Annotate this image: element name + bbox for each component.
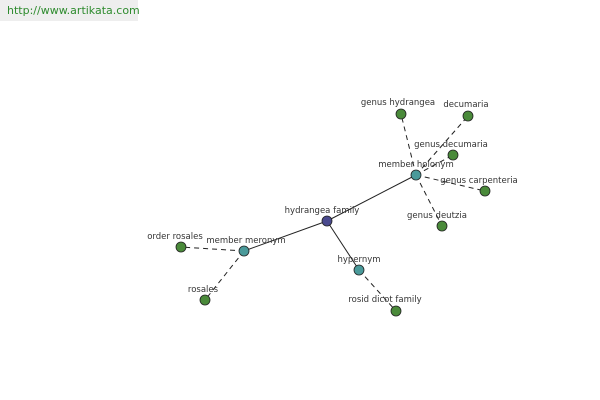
edge-holonym-to-genus-hydrangea xyxy=(400,113,417,176)
node-member-meronym[interactable] xyxy=(238,245,250,257)
edge-hypernym-to-rosid-dicot-family xyxy=(358,269,397,312)
node-hypernym[interactable] xyxy=(353,264,365,276)
node-decumaria[interactable] xyxy=(462,110,474,122)
node-genus-hydrangea[interactable] xyxy=(395,108,407,120)
graph-nodes xyxy=(175,108,491,317)
label-genus-carpenteria[interactable]: genus carpenteria xyxy=(440,176,518,186)
label-member-meronym[interactable]: member meronym xyxy=(206,236,285,246)
node-order-rosales[interactable] xyxy=(175,241,187,253)
edge-holonym-to-genus-decumaria xyxy=(415,154,454,176)
edge-meronym-to-order-rosales xyxy=(180,246,245,252)
label-genus-deutzia[interactable]: genus deutzia xyxy=(407,211,467,221)
graph-edges xyxy=(180,113,486,312)
edge-holonym-to-genus-deutzia xyxy=(415,174,443,227)
edge-holonym-to-decumaria xyxy=(415,115,469,176)
label-hypernym[interactable]: hypernym xyxy=(337,255,380,265)
label-rosales[interactable]: rosales xyxy=(188,285,219,295)
label-center[interactable]: hydrangea family xyxy=(285,206,360,216)
label-decumaria[interactable]: decumaria xyxy=(443,100,488,110)
node-rosid-dicot-family[interactable] xyxy=(390,305,402,317)
graph-labels: hydrangea family member holonym member m… xyxy=(147,98,518,305)
node-genus-deutzia[interactable] xyxy=(436,220,448,232)
edge-meronym-to-rosales xyxy=(204,250,245,301)
edge-center-to-hypernym xyxy=(326,220,360,271)
label-rosid-dicot-family[interactable]: rosid dicot family xyxy=(348,295,421,305)
label-genus-decumaria[interactable]: genus decumaria xyxy=(414,140,488,150)
label-genus-hydrangea[interactable]: genus hydrangea xyxy=(361,98,435,108)
edge-center-to-member-meronym xyxy=(243,220,328,252)
label-member-holonym[interactable]: member holonym xyxy=(378,160,453,170)
site-url[interactable]: http://www.artikata.com xyxy=(0,0,140,21)
edge-holonym-to-genus-carpenteria xyxy=(415,174,486,192)
node-genus-carpenteria[interactable] xyxy=(479,185,491,197)
node-genus-decumaria[interactable] xyxy=(447,149,459,161)
edge-center-to-member-holonym xyxy=(326,174,417,222)
label-order-rosales[interactable]: order rosales xyxy=(147,232,203,242)
node-member-holonym[interactable] xyxy=(410,169,422,181)
node-center[interactable] xyxy=(321,215,333,227)
node-rosales[interactable] xyxy=(199,294,211,306)
